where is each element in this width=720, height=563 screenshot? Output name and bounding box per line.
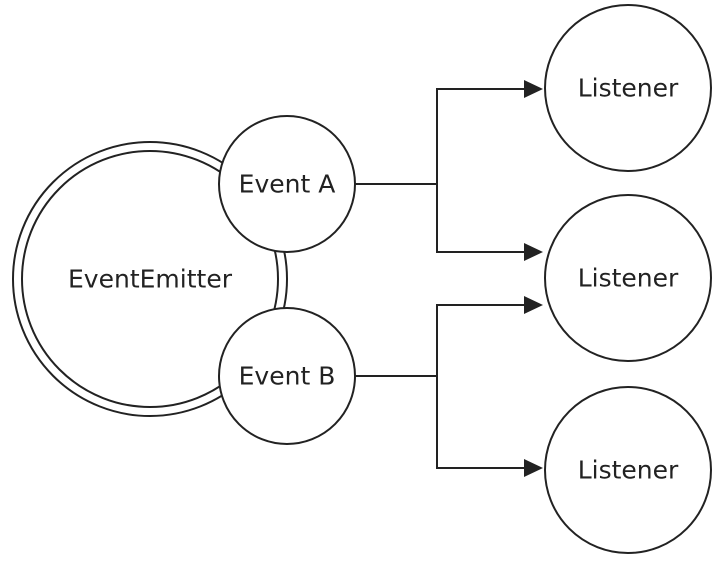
- event-a-node: Event A: [218, 115, 356, 253]
- connector-event-b: [355, 296, 543, 477]
- arrowhead-icon: [524, 243, 543, 261]
- listener-label: Listener: [578, 456, 679, 485]
- event-b-node: Event B: [218, 307, 356, 445]
- arrowhead-icon: [524, 80, 543, 98]
- listener-label: Listener: [578, 74, 679, 103]
- listener-node-2: Listener: [544, 194, 712, 362]
- listener-node-1: Listener: [544, 4, 712, 172]
- arrowhead-icon: [524, 459, 543, 477]
- listener-node-3: Listener: [544, 386, 712, 554]
- event-emitter-label: EventEmitter: [68, 265, 233, 294]
- listener-label: Listener: [578, 264, 679, 293]
- event-a-label: Event A: [239, 170, 336, 199]
- event-b-label: Event B: [239, 362, 336, 391]
- arrowhead-icon: [524, 296, 543, 314]
- event-emitter-node: EventEmitter: [12, 141, 288, 417]
- connector-event-a: [355, 80, 543, 261]
